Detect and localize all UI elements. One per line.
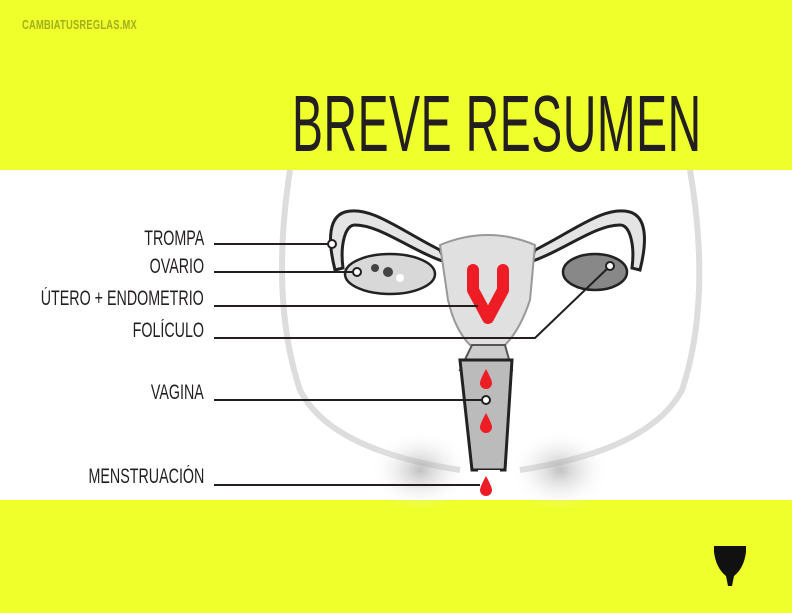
footer-band: [0, 500, 792, 613]
body-silhouette: [279, 169, 703, 510]
fallopian-tubes: [329, 209, 646, 272]
label-trompa: TROMPA: [143, 227, 204, 250]
label-menstruacion: MENSTRUACIÓN: [88, 465, 204, 488]
site-url: CAMBIATUSREGLAS.MX: [22, 17, 137, 32]
header-band: [0, 0, 792, 170]
page-title: BREVE RESUMEN: [292, 79, 702, 168]
ovaries: [343, 252, 629, 296]
label-vagina: VAGINA: [151, 381, 204, 404]
label-foliculo: FOLÍCULO: [132, 319, 204, 342]
endometrium-mark: [467, 264, 509, 324]
blood-drops: [480, 369, 492, 496]
label-utero: ÚTERO + ENDOMETRIO: [40, 287, 204, 310]
menstrual-cup-icon: [714, 546, 746, 586]
leader-lines: [214, 243, 611, 486]
label-ovario: OVARIO: [149, 255, 204, 278]
label-points: [327, 239, 615, 405]
